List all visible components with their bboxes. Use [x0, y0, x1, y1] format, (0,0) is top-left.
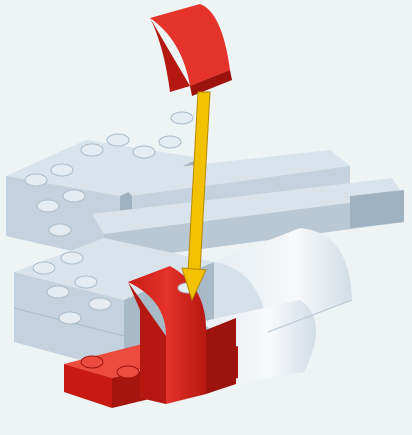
- curved-slope-brick-icon: [150, 4, 232, 96]
